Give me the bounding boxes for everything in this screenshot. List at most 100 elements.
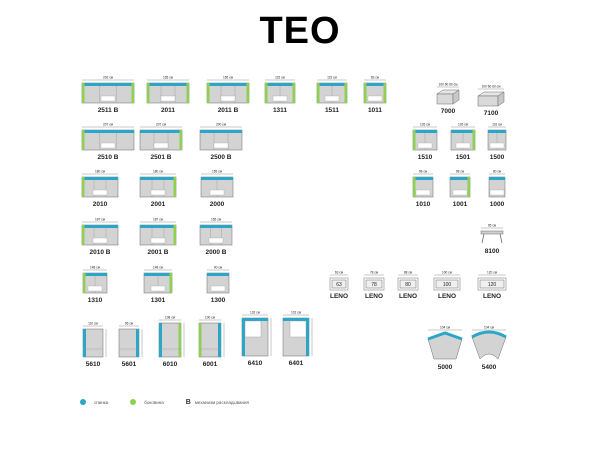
seat-tag — [209, 189, 225, 196]
backrest-top — [283, 318, 309, 321]
dimension-label: 102 см — [291, 311, 301, 315]
right-armrest — [467, 177, 470, 197]
backrest — [140, 225, 176, 228]
corner-cushion — [244, 320, 262, 338]
module-code: 2011 — [161, 107, 175, 114]
dimension-label: 83 см — [371, 76, 379, 80]
module-code: 2010 B — [90, 249, 111, 256]
dimension-label: 78 см — [370, 271, 378, 275]
backrest — [144, 273, 172, 276]
dimension-label: 115 см — [275, 76, 285, 80]
leno-value: 80 — [405, 282, 411, 288]
dimension-label: 88 см — [404, 271, 412, 275]
dimension-label: 187 см — [95, 218, 105, 222]
backrest — [82, 83, 134, 86]
module-code: 1301 — [151, 297, 166, 304]
dimension-label: 165 см — [211, 218, 221, 222]
dimension-label: 100 см — [205, 316, 215, 320]
module-1311-3: 115 см 1311 — [264, 76, 296, 114]
module-code: LENO — [365, 293, 383, 300]
legend-mechanism-label: механизм раскладывания — [194, 399, 249, 405]
right-armrest — [292, 83, 295, 103]
backrest — [83, 329, 86, 357]
ottoman-front — [477, 95, 499, 107]
module-code: 1500 — [490, 154, 505, 161]
dimension-label: 148 см — [153, 266, 163, 270]
backrest — [82, 130, 134, 133]
seat-tag — [367, 95, 383, 102]
side-color-swatch — [130, 399, 137, 405]
dimension-label: 200 см — [216, 123, 226, 127]
backrest — [218, 323, 221, 357]
right-armrest — [186, 83, 189, 103]
backrest — [489, 177, 505, 180]
left-armrest — [82, 225, 85, 245]
dimension-label: 100 60 60 см — [439, 83, 458, 87]
left-armrest — [82, 177, 85, 197]
backrest-top — [242, 318, 268, 321]
mechanism-letter: В — [185, 398, 191, 406]
module-code: 6001 — [203, 361, 218, 368]
seat-body — [158, 322, 182, 358]
leno-value: 100 — [443, 282, 452, 288]
dimension-label: 165 см — [223, 76, 233, 80]
dimension-label: 98 см — [456, 170, 464, 174]
module-code: LENO — [399, 293, 417, 300]
dimension-label: 115 см — [327, 76, 337, 80]
seat-tag — [272, 95, 288, 102]
dimension-label: 180 см — [95, 170, 105, 174]
ottoman-side — [497, 91, 505, 107]
dimension-label: 180 см — [153, 170, 163, 174]
backrest — [147, 83, 189, 86]
module-code: 2000 B — [206, 249, 227, 256]
module-code: 2000 — [210, 201, 225, 208]
seat-tag — [213, 142, 229, 149]
backrest — [265, 83, 295, 86]
module-code: 6410 — [248, 360, 263, 367]
backrest — [207, 83, 249, 86]
backrest — [488, 130, 506, 133]
dimension-label: 202 см — [103, 76, 113, 80]
legend-side: боковина — [130, 399, 164, 405]
seat-tag — [92, 237, 108, 244]
right-armrest — [173, 177, 176, 197]
corner-cushion — [289, 320, 307, 338]
dimension-label: 100 60 60 см — [482, 85, 501, 89]
seat-tag — [208, 237, 224, 244]
backrest — [413, 130, 437, 133]
module-code: 6401 — [289, 360, 304, 367]
backrest — [450, 177, 470, 180]
module-code: 7000 — [441, 108, 456, 115]
module-code: LENO — [483, 293, 501, 300]
module-6401-37: 102 см 6401 — [282, 311, 313, 367]
legend-mechanism: В механизм раскладывания — [186, 399, 249, 406]
right-armrest — [173, 225, 176, 245]
module-code: 1000 — [490, 201, 505, 208]
ottoman-front — [436, 93, 454, 105]
backrest — [201, 177, 233, 180]
module-code: 2511 B — [98, 107, 119, 114]
right-armrest — [246, 83, 249, 103]
dimension-label: 148 см — [90, 266, 100, 270]
module-code: 1311 — [273, 107, 287, 114]
seat-tag — [324, 95, 340, 102]
seat-tag — [220, 95, 236, 102]
module-6001-35: 100 см 6001 — [198, 316, 225, 368]
